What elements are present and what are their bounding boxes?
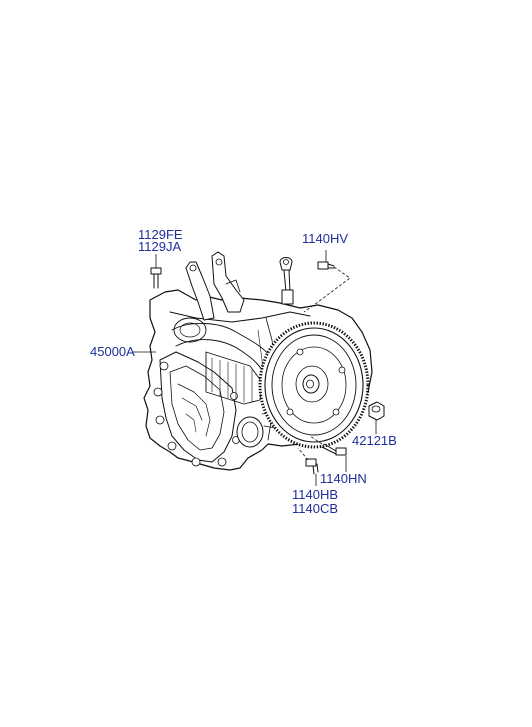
- mounting-bracket-left[interactable]: [185, 261, 215, 321]
- label-1140hv[interactable]: 1140HV: [302, 231, 349, 246]
- bolt-1129fe[interactable]: [150, 267, 162, 289]
- label-1140hb[interactable]: 1140HB: [292, 487, 339, 502]
- bolt-1140hv[interactable]: [317, 261, 335, 270]
- label-1140cb[interactable]: 1140CB: [292, 501, 339, 516]
- label-1140hn[interactable]: 1140HN: [320, 471, 367, 486]
- dipstick-tube[interactable]: [279, 257, 294, 305]
- leader-lines: [132, 250, 377, 486]
- torque-converter[interactable]: [258, 321, 370, 449]
- nut-42121b[interactable]: [368, 401, 385, 421]
- label-45000a[interactable]: 45000A: [90, 344, 135, 359]
- bolt-1140hb[interactable]: [305, 458, 319, 475]
- mounting-bracket-right[interactable]: [211, 251, 245, 313]
- bolt-1140hn[interactable]: [321, 443, 347, 456]
- label-1129ja[interactable]: 1129JA: [138, 239, 182, 254]
- label-1129fe[interactable]: 1129FE: [138, 227, 183, 242]
- label-42121b[interactable]: 42121B: [352, 433, 397, 448]
